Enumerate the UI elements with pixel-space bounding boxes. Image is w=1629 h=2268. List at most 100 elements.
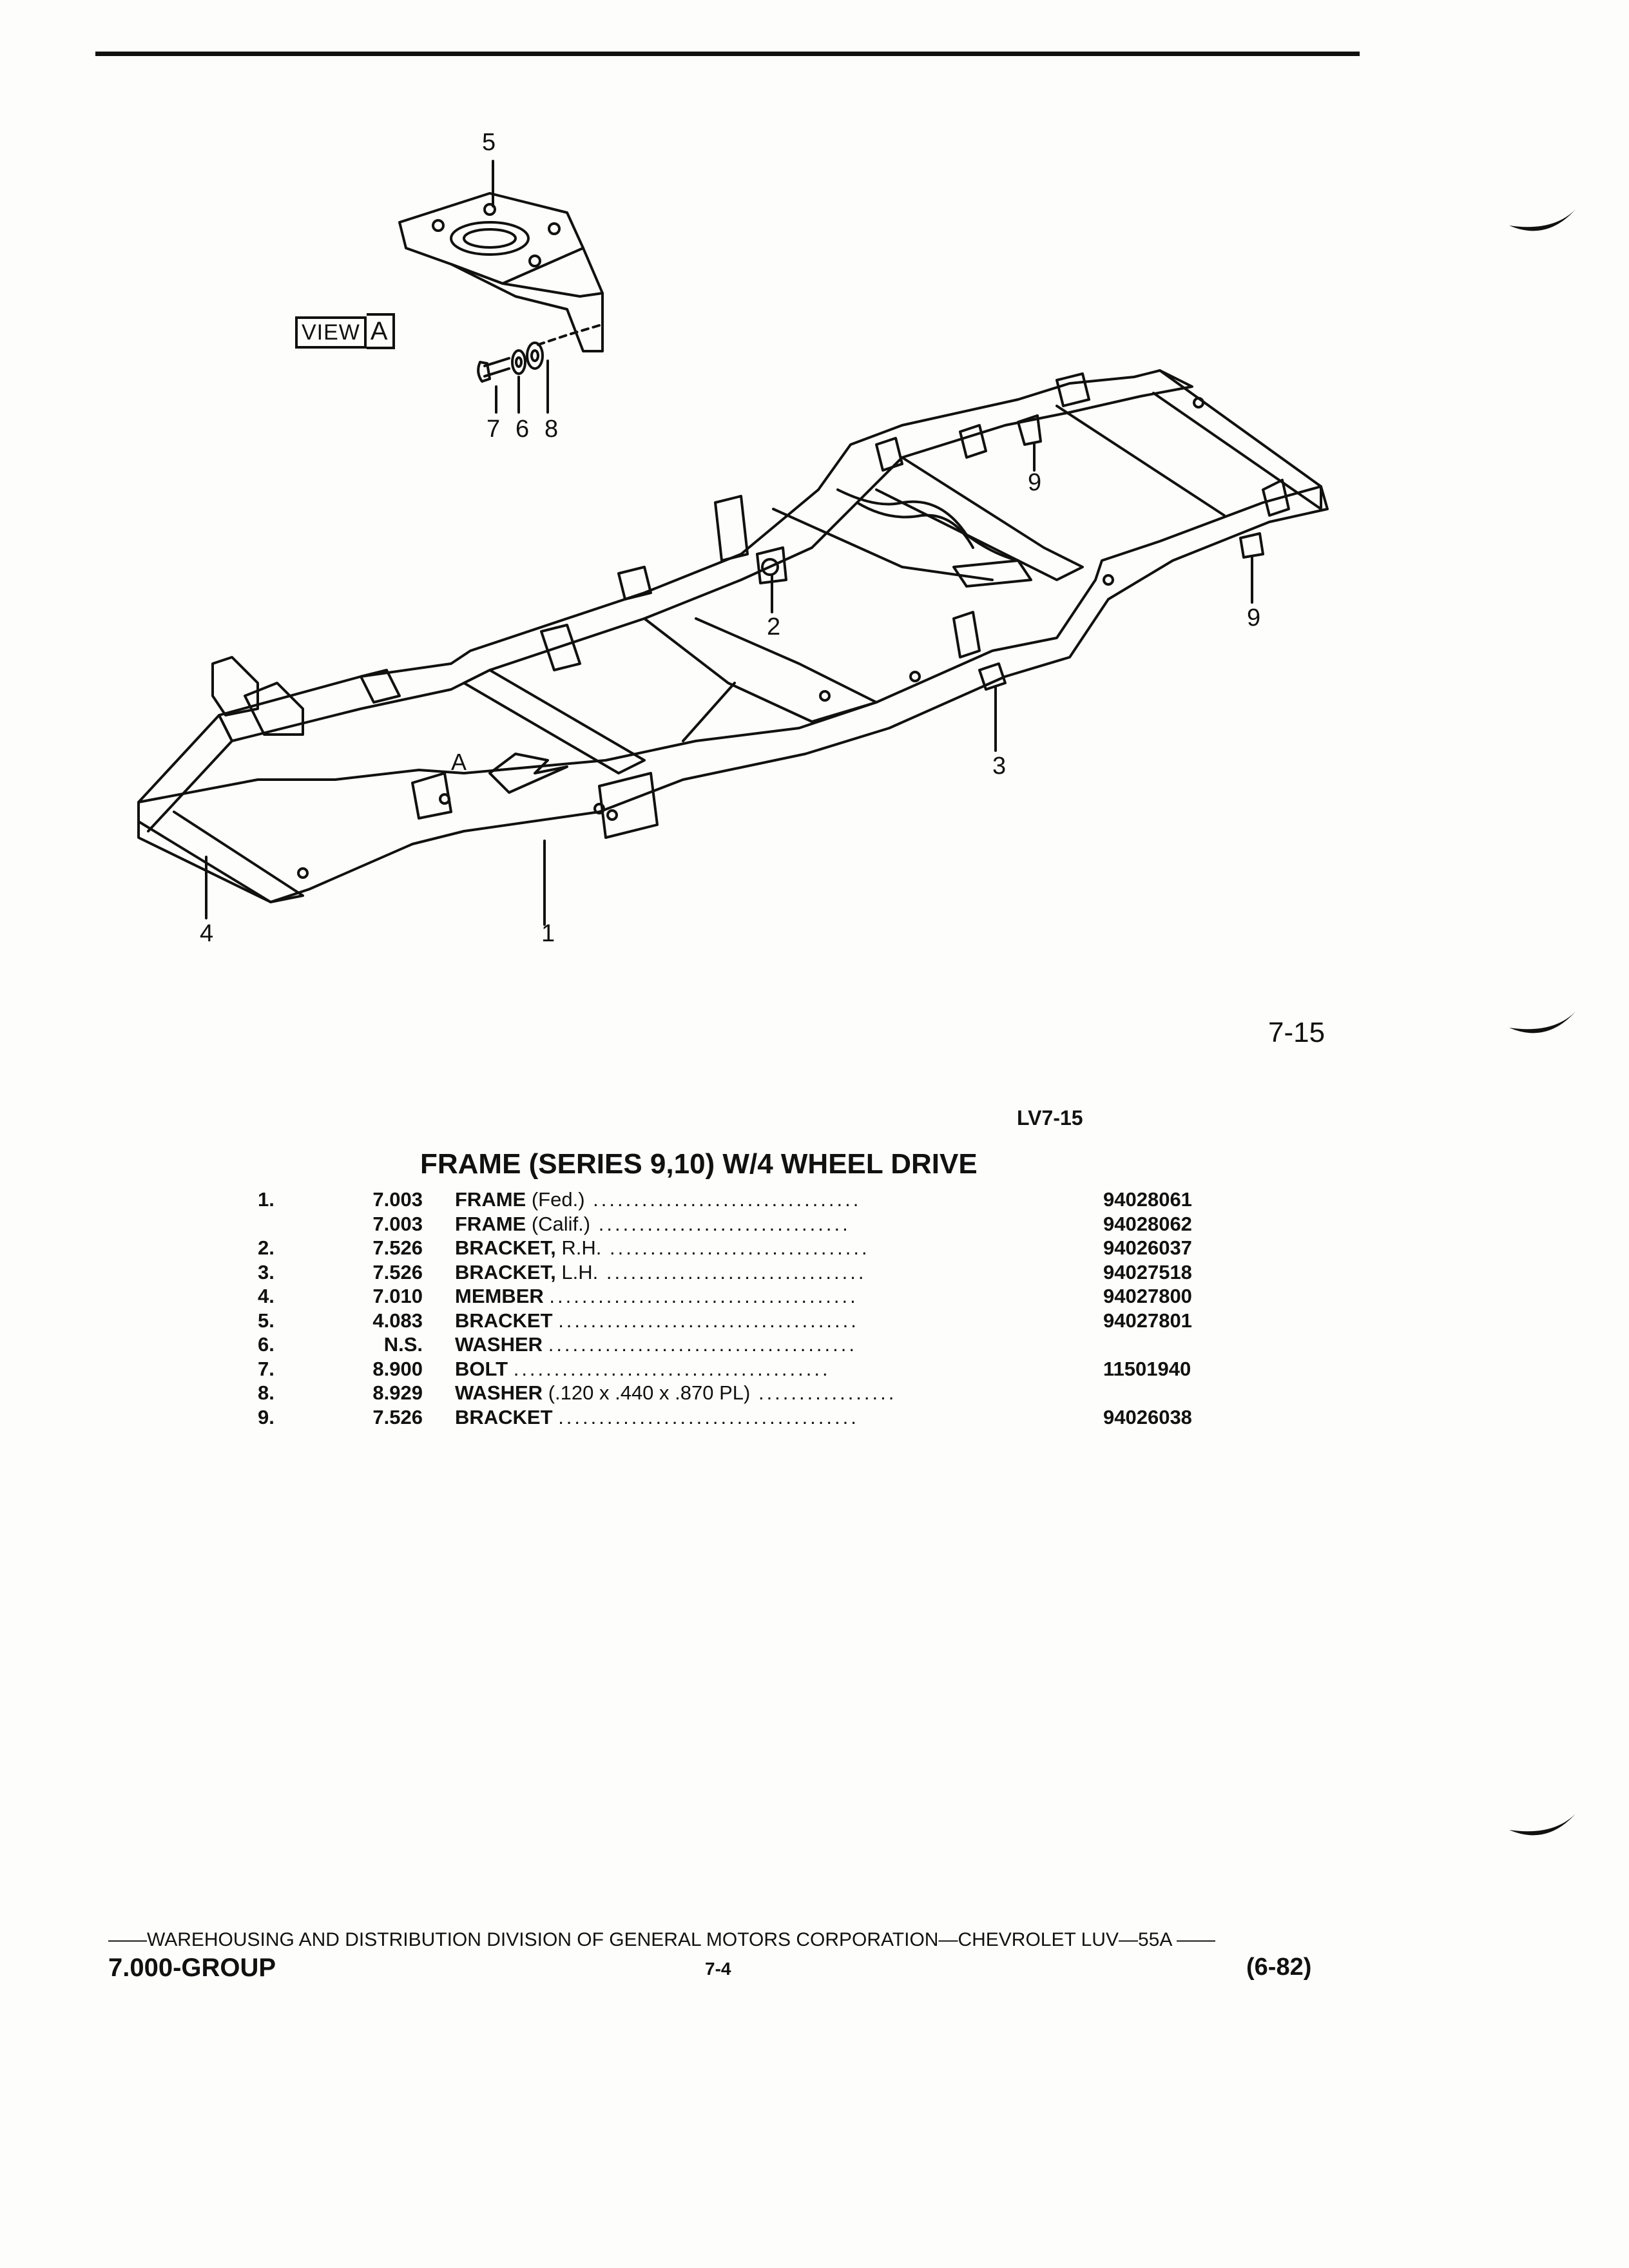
- item-number: 7.: [258, 1357, 275, 1380]
- leader-dots: ................................: [601, 1236, 870, 1259]
- part-number: 94027518: [1103, 1260, 1192, 1283]
- table-row: 5. 4.083 BRACKET .........................…: [258, 1309, 1232, 1333]
- part-name: BRACKET,: [455, 1236, 556, 1259]
- part-name: FRAME: [455, 1188, 526, 1211]
- group-code: 7.526: [372, 1405, 423, 1428]
- leader-dots: ......................................: [549, 1285, 858, 1307]
- part-description: WASHER (.120 x .440 x .870 PL) .........…: [455, 1381, 1103, 1405]
- part-description: FRAME (Fed.) ...........................…: [455, 1187, 1103, 1212]
- view-label: VIEW: [295, 316, 367, 349]
- part-name: BRACKET: [455, 1309, 553, 1332]
- part-description: BRACKET, R.H. ..........................…: [455, 1236, 1103, 1260]
- part-number: 94026038: [1103, 1405, 1192, 1428]
- callout-7: 7: [487, 416, 501, 443]
- callout-2: 2: [767, 613, 781, 640]
- part-description: BOLT ...................................…: [455, 1357, 1103, 1381]
- callout-9-lower: 9: [1247, 604, 1261, 631]
- group-code: 7.010: [372, 1285, 423, 1307]
- part-number: 94027800: [1103, 1285, 1192, 1307]
- part-name: BOLT: [455, 1357, 508, 1380]
- item-number: 2.: [258, 1236, 275, 1259]
- margin-mark-icon: [1509, 209, 1576, 231]
- top-rule: [95, 52, 1360, 56]
- part-detail: (Fed.): [531, 1188, 585, 1211]
- part-detail: (Calif.): [531, 1212, 591, 1235]
- margin-mark-icon: [1509, 1814, 1576, 1836]
- table-row: 7. 8.900 BOLT ............................…: [258, 1357, 1232, 1381]
- footer-publisher: ——WAREHOUSING AND DISTRIBUTION DIVISION …: [108, 1929, 1216, 1950]
- item-number: 3.: [258, 1260, 275, 1283]
- figure-code: LV7-15: [1017, 1106, 1083, 1129]
- bolt-washer-drawing: [477, 341, 544, 383]
- part-description: WASHER .................................…: [455, 1332, 1103, 1357]
- leader-dots: ......................................: [548, 1333, 857, 1356]
- leader-dots: .......................................: [513, 1357, 831, 1380]
- figure-number: 7-15: [1268, 1017, 1325, 1048]
- group-code: 8.900: [372, 1357, 423, 1380]
- callout-view-a: A: [451, 749, 467, 775]
- bracket-5-drawing: [398, 192, 604, 352]
- group-code: 4.083: [372, 1309, 423, 1332]
- part-number: 94027801: [1103, 1309, 1192, 1332]
- part-number: 11501940: [1103, 1357, 1191, 1380]
- callout-5: 5: [482, 129, 496, 156]
- part-detail: R.H.: [561, 1236, 602, 1259]
- group-code: 7.003: [372, 1188, 423, 1211]
- callout-4: 4: [200, 920, 214, 947]
- part-number: 94026037: [1103, 1236, 1192, 1259]
- footer-page-number: 7-4: [705, 1959, 731, 1979]
- part-detail: L.H.: [561, 1260, 599, 1283]
- callout-6: 6: [516, 416, 530, 443]
- leader-dots: .................: [750, 1381, 897, 1404]
- view-letter: A: [366, 313, 395, 349]
- callout-8: 8: [545, 416, 559, 443]
- parts-list-title: FRAME (SERIES 9,10) W/4 WHEEL DRIVE: [420, 1148, 978, 1180]
- part-name: BRACKET,: [455, 1260, 556, 1283]
- item-number: [258, 1212, 327, 1236]
- part-name: BRACKET: [455, 1405, 553, 1428]
- frame-rails-drawing: [137, 369, 1329, 903]
- part-description: BRACKET, L.H. ..........................…: [455, 1260, 1103, 1285]
- table-row: 9. 7.526 BRACKET .........................…: [258, 1405, 1232, 1430]
- table-row: 3. 7.526 BRACKET, L.H. ...................…: [258, 1260, 1232, 1285]
- group-code: 7.003: [372, 1212, 423, 1235]
- part-description: MEMBER .................................…: [455, 1284, 1103, 1309]
- part-name: FRAME: [455, 1212, 526, 1235]
- group-code: N.S.: [383, 1333, 423, 1356]
- part-number: 94028062: [1103, 1212, 1192, 1235]
- leader-dots: .....................................: [558, 1309, 859, 1332]
- leader-dots: ................................: [598, 1260, 867, 1283]
- part-description: FRAME (Calif.) .........................…: [455, 1212, 1103, 1236]
- table-row: 1. 7.003 FRAME (Fed.) ....................…: [258, 1187, 1232, 1212]
- item-number: 8.: [258, 1381, 275, 1404]
- table-row: 4. 7.010 MEMBER ..........................…: [258, 1284, 1232, 1309]
- part-description: BRACKET ................................…: [455, 1309, 1103, 1333]
- footer-date: (6-82): [1246, 1954, 1312, 1981]
- footer-group: 7.000-GROUP: [108, 1954, 276, 1982]
- margin-mark-icon: [1509, 1012, 1576, 1033]
- item-number: 1.: [258, 1188, 275, 1211]
- part-name: MEMBER: [455, 1285, 544, 1307]
- group-code: 8.929: [372, 1381, 423, 1404]
- table-row: 7.003 FRAME (Calif.) ....................…: [258, 1212, 1232, 1236]
- table-row: 2. 7.526 BRACKET, R.H. ...................…: [258, 1236, 1232, 1260]
- item-number: 5.: [258, 1309, 275, 1332]
- part-number: 94028061: [1103, 1188, 1192, 1211]
- leader-dots: .....................................: [558, 1405, 859, 1428]
- callout-9-upper: 9: [1028, 469, 1042, 496]
- leader-dots: ...............................: [590, 1212, 851, 1235]
- part-number: [1103, 1381, 1232, 1405]
- item-number: 9.: [258, 1405, 275, 1428]
- table-row: 8. 8.929 WASHER (.120 x .440 x .870 PL) ..…: [258, 1381, 1232, 1405]
- callout-3: 3: [992, 753, 1007, 780]
- table-row: 6.N.S.WASHER ...........................…: [258, 1332, 1232, 1357]
- frame-diagram: [137, 160, 1329, 926]
- part-number: [1103, 1332, 1232, 1357]
- group-code: 7.526: [372, 1260, 423, 1283]
- group-code: 7.526: [372, 1236, 423, 1259]
- item-number: 4.: [258, 1285, 275, 1307]
- part-description: BRACKET ................................…: [455, 1405, 1103, 1430]
- part-name: WASHER: [455, 1381, 543, 1404]
